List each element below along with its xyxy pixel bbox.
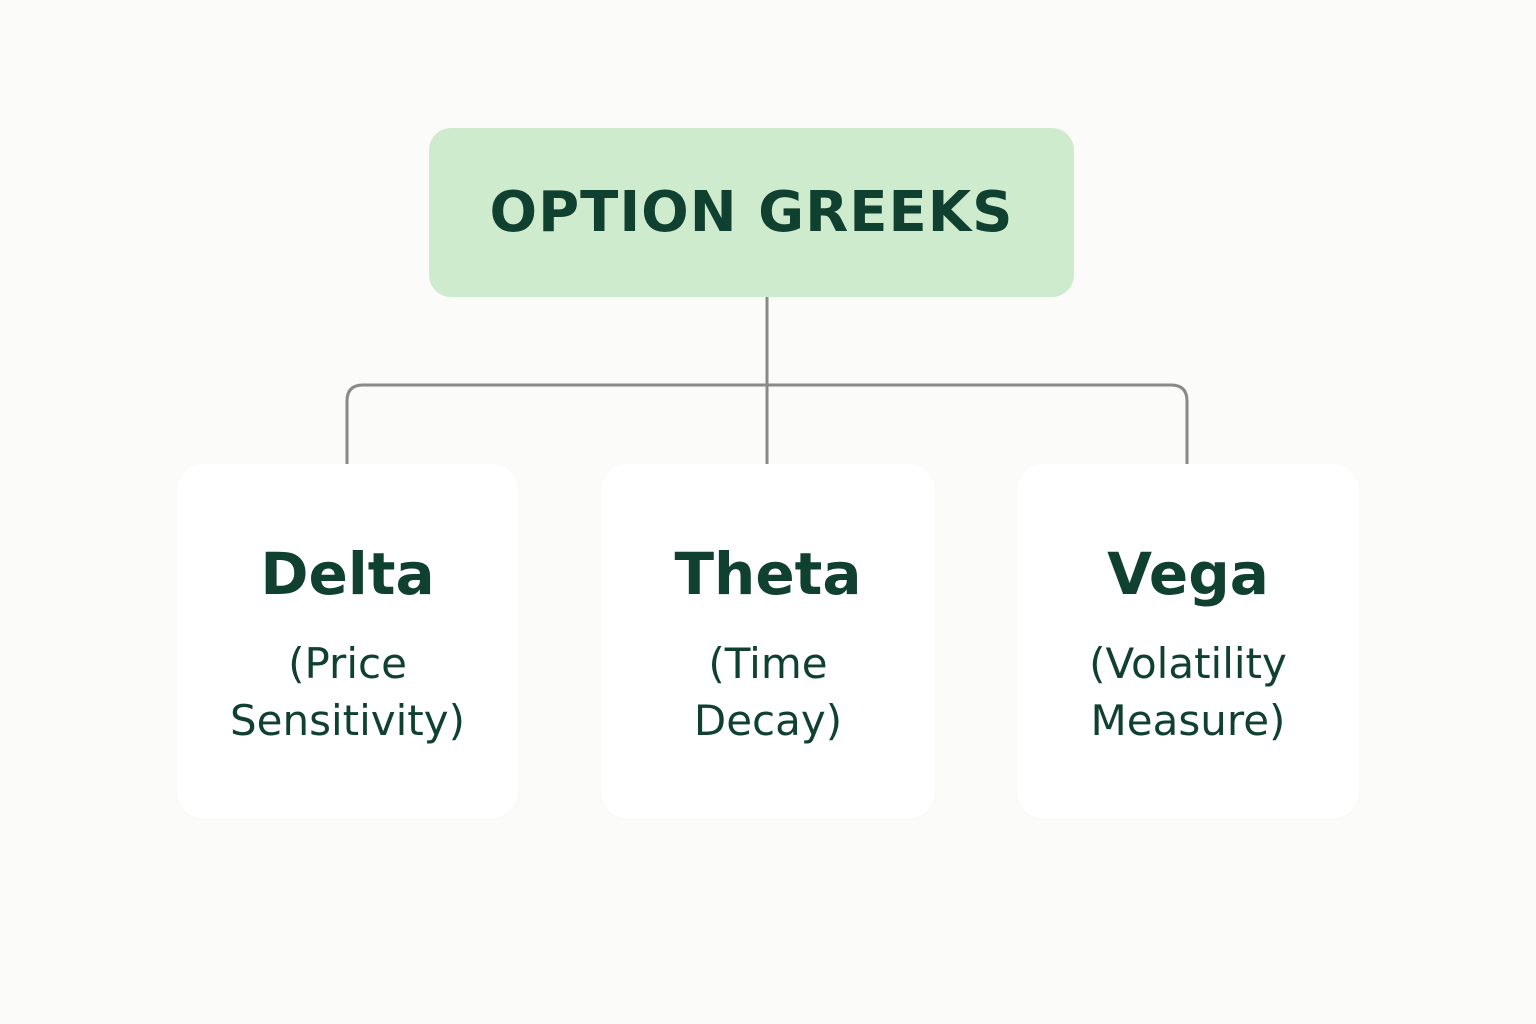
root-node-option-greeks: OPTION GREEKS: [429, 128, 1074, 297]
horizontal-branch-line: [345, 383, 1189, 464]
node-vega: Vega (Volatility Measure): [1017, 464, 1359, 818]
node-vega-desc-line-1: (Volatility: [1089, 639, 1287, 688]
node-vega-desc-line-2: Measure): [1090, 696, 1286, 745]
node-delta-desc-line-2: Sensitivity): [229, 696, 466, 745]
node-theta-desc-line-1: (Time: [708, 639, 828, 688]
node-delta-description: (Price Sensitivity): [177, 635, 518, 749]
node-delta-desc-line-1: (Price: [288, 639, 407, 688]
node-theta-description: (Time Decay): [601, 635, 935, 749]
node-delta: Delta (Price Sensitivity): [177, 464, 518, 818]
node-theta-title: Theta: [674, 540, 862, 608]
node-theta-desc-line-2: Decay): [693, 696, 843, 745]
root-title: OPTION GREEKS: [489, 180, 1014, 245]
node-vega-description: (Volatility Measure): [1017, 635, 1359, 749]
node-delta-title: Delta: [260, 540, 435, 608]
node-theta: Theta (Time Decay): [601, 464, 935, 818]
node-vega-title: Vega: [1107, 540, 1269, 608]
